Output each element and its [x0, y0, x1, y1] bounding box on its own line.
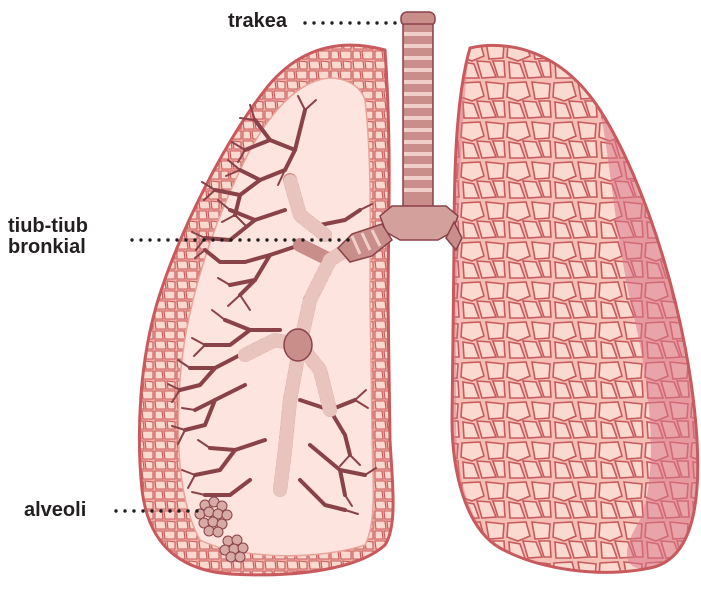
- trachea-leader: [303, 21, 396, 24]
- left-lung-icon: [130, 30, 410, 585]
- bronchi-label-line1: tiub-tiub: [8, 216, 88, 237]
- right-lung-icon: [440, 30, 701, 585]
- alveoli-label: alveoli: [24, 500, 86, 521]
- bronchi-label: tiub-tiub bronkial: [8, 216, 88, 258]
- trachea-label: trakea: [228, 11, 287, 32]
- bronchi-label-line2: bronkial: [8, 237, 88, 258]
